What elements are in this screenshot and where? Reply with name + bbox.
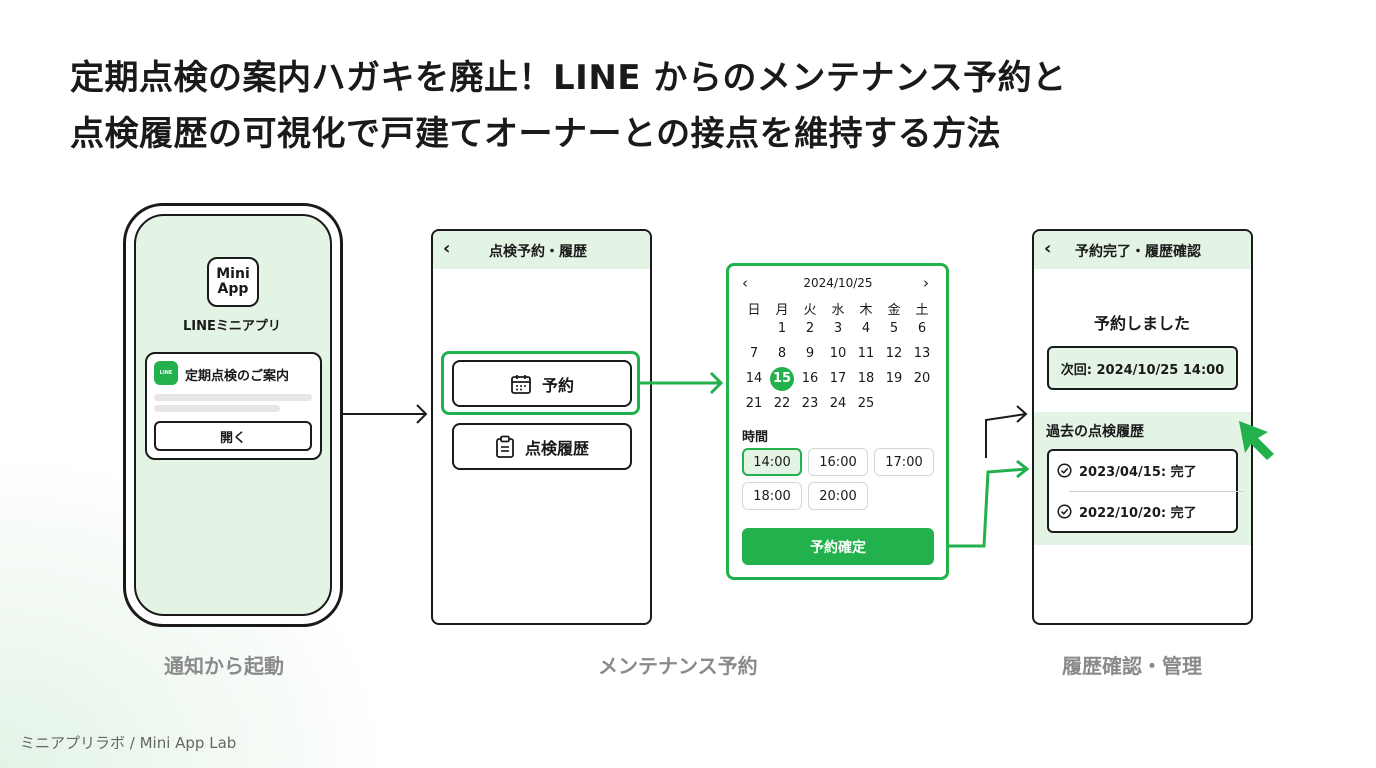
reservation-done-message: 予約しました [1094,314,1191,333]
history-item[interactable]: 2023/04/15: 完了 [1057,461,1197,480]
reservation-screen-header [433,231,650,269]
title-line-2: 点検履歴の可視化で戸建てオーナーとの接点を維持する方法 [70,114,1002,154]
calendar-icon [511,374,531,394]
step-caption-1: 通知から起動 [164,654,284,678]
calendar-day[interactable]: 7 [749,346,759,361]
history-section-title: 過去の点検履歴 [1046,424,1144,440]
calendar-day[interactable]: 19 [885,371,903,386]
history-item-text: 2023/04/15: 完了 [1079,465,1197,480]
check-circle-icon [1057,504,1072,519]
calendar-day[interactable]: 11 [857,346,875,361]
title-line-1: 定期点検の案内ハガキを廃止！LINE からのメンテナンス予約と [70,58,1067,98]
calendar-day[interactable]: 20 [913,371,931,386]
notification-placeholder-line [154,394,312,401]
calendar-day[interactable]: 14 [745,371,763,386]
time-slot[interactable]: 17:00 [874,448,934,476]
mini-app-icon-text-2: App [217,281,249,297]
step-caption-3: 履歴確認・管理 [1062,654,1202,678]
calendar-day[interactable]: 25 [857,396,875,411]
arrow-icon [343,404,428,424]
reserve-button-label: 予約 [541,375,574,395]
history-item[interactable]: 2022/10/20: 完了 [1057,502,1197,521]
check-circle-icon [1057,463,1072,478]
time-slot[interactable]: 20:00 [808,482,868,510]
calendar-day[interactable]: 24 [829,396,847,411]
footer-brand: ミニアプリラボ / Mini App Lab [20,734,237,752]
back-icon[interactable]: ‹ [1044,238,1052,259]
app-name-label: LINEミニアプリ [183,319,281,334]
arrow-icon [640,371,724,395]
time-slot[interactable]: 16:00 [808,448,868,476]
line-logo-icon: LINE [154,361,178,385]
calendar-day[interactable]: 16 [801,371,819,386]
calendar-day[interactable]: 3 [833,321,843,336]
arrow-icon [949,459,1030,548]
history-button[interactable]: 点検履歴 [452,423,632,470]
weekday-label: 火 [803,303,817,318]
weekday-label: 土 [915,303,929,318]
history-item-text: 2022/10/20: 完了 [1079,506,1197,521]
confirmation-screen-header [1034,231,1251,269]
calendar-day[interactable]: 13 [913,346,931,361]
calendar-day[interactable]: 21 [745,396,763,411]
reservation-screen-title: 点検予約・履歴 [489,244,587,260]
calendar-day[interactable]: 5 [889,321,899,336]
confirm-reservation-button[interactable]: 予約確定 [742,528,934,565]
time-slot[interactable]: 18:00 [742,482,802,510]
confirmation-screen-title: 予約完了・履歴確認 [1075,244,1201,260]
history-list [1047,449,1243,533]
time-label: 時間 [742,430,769,445]
calendar-next-icon[interactable]: › [923,274,929,292]
calendar-month-label: 2024/10/25 [803,276,873,290]
reserve-button[interactable]: 予約 [452,360,632,407]
weekday-label: 水 [831,303,845,318]
calendar-day[interactable]: 6 [917,321,927,336]
calendar-day-selected[interactable]: 15 [770,367,794,391]
weekday-label: 月 [775,303,789,318]
calendar-prev-icon[interactable]: ‹ [742,274,748,292]
calendar-panel [726,263,949,580]
weekday-label: 金 [887,303,901,318]
calendar-day[interactable]: 17 [829,371,847,386]
calendar-day[interactable]: 23 [801,396,819,411]
time-slot-selected[interactable]: 14:00 [742,448,802,476]
calendar-day[interactable]: 18 [857,371,875,386]
history-button-label: 点検履歴 [524,438,589,458]
clipboard-icon [496,435,514,458]
calendar-day[interactable]: 22 [773,396,791,411]
step-caption-2: メンテナンス予約 [598,654,758,678]
mini-app-icon-text-1: Mini [216,266,250,282]
calendar-day[interactable]: 4 [861,321,871,336]
page-title: 定期点検の案内ハガキを廃止！LINE からのメンテナンス予約と 点検履歴の可視化… [70,50,1310,162]
arrow-icon [985,405,1028,458]
weekday-label: 日 [747,303,761,318]
calendar-day[interactable]: 8 [777,346,787,361]
calendar-day[interactable]: 10 [829,346,847,361]
history-divider [1069,491,1243,492]
notification-title: 定期点検のご案内 [185,369,290,384]
calendar-day[interactable]: 2 [805,321,815,336]
open-button[interactable]: 開く [154,421,312,451]
mini-app-icon[interactable]: Mini App [207,257,259,307]
weekday-label: 木 [859,303,873,318]
calendar-day[interactable]: 12 [885,346,903,361]
notification-placeholder-line [154,405,280,412]
back-icon[interactable]: ‹ [443,238,451,259]
calendar-day[interactable]: 1 [777,321,787,336]
next-appointment-box: 次回: 2024/10/25 14:00 [1047,346,1238,390]
reserve-highlight [441,351,640,415]
calendar-day[interactable]: 9 [805,346,815,361]
